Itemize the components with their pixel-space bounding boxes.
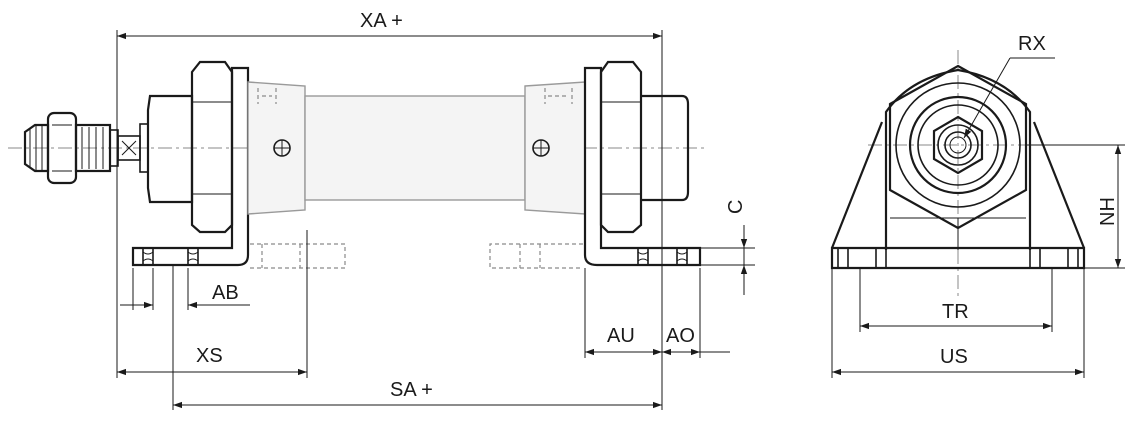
rear-head [524,81,586,215]
sa-label: SA + [390,379,433,401]
rx-leader-line [963,57,1011,139]
end-hex-nut [888,64,1028,230]
end-view: RX NH TR US [830,33,1125,378]
ao-label: AO [666,325,695,347]
front-cap [146,60,234,234]
nh-label: NH [1097,197,1119,226]
xa-label: XA + [360,10,403,32]
rear-nut [599,60,690,234]
rear-foot-bracket [583,66,702,267]
rear-hidden-holes [489,243,583,269]
end-boss [908,95,1008,195]
end-rod-nut [932,115,984,175]
end-cap-outline [884,68,1032,250]
tr-label: TR [942,301,969,323]
ab-label: AB [212,282,239,304]
au-label: AU [607,325,635,347]
rod-end [23,111,149,185]
front-foot-bracket [131,66,250,267]
xs-label: XS [196,345,223,367]
side-extension-lines [116,30,755,410]
cylinder-barrel [304,95,526,201]
us-label: US [940,346,968,368]
front-hidden-holes [250,243,346,269]
side-view: XA + AB XS SA + AU AO C [8,10,755,410]
c-label: C [725,200,747,214]
front-head [247,81,306,215]
rx-label: RX [1018,33,1046,55]
